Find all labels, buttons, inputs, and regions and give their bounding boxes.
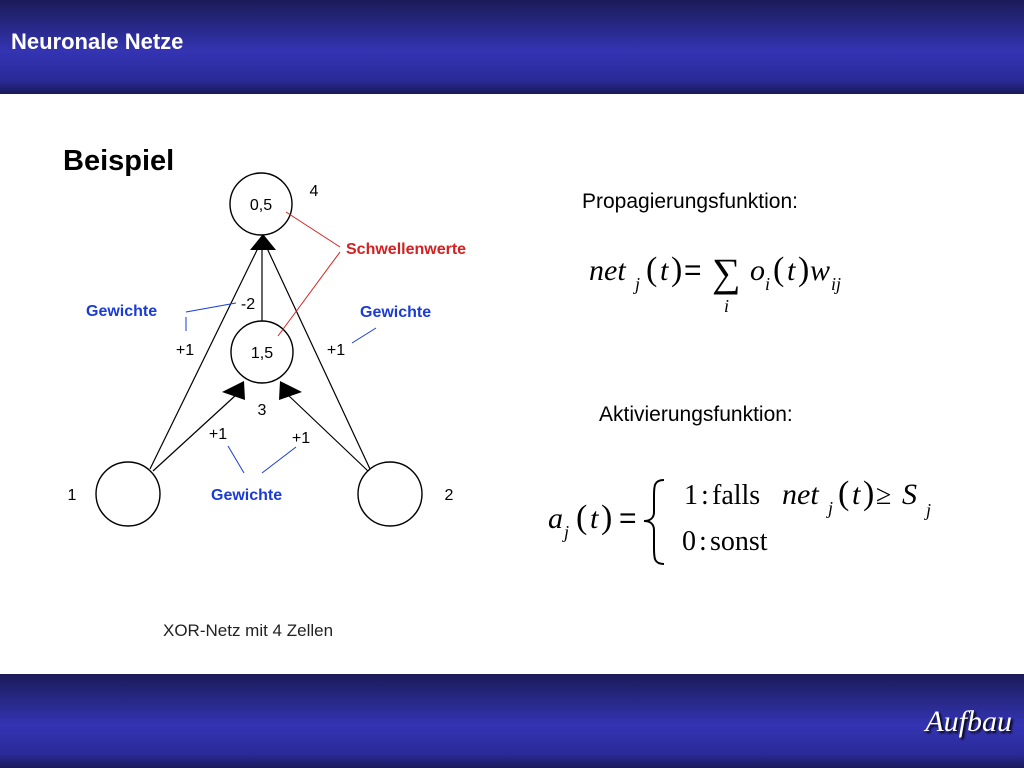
node-3-value: 1,5 [251,345,273,362]
node-3-id: 3 [258,402,267,419]
node-2-id: 2 [445,487,454,504]
slide-title: Neuronale Netze [11,29,184,54]
case1-S-subscript: j [924,500,931,520]
diagram-caption: XOR-Netz mit 4 Zellen [163,621,333,640]
arrowhead-left-to-node-3 [222,381,245,400]
formula-paren-close: ) [671,251,682,288]
propagation-label: Propagierungsfunktion: [582,190,798,213]
case2-colon: : [699,526,707,557]
case1-geq: ≥ [876,480,891,511]
formula-w-subscript: ij [831,274,841,294]
case1-value: 1 [684,480,698,511]
node-1-circle [95,461,161,527]
nav-aufbau-link[interactable]: Aufbau [925,705,1012,738]
formula-paren-open: ( [646,251,657,288]
formula-o: o [750,254,765,287]
weights-annotation-bottom: Gewichte [211,487,282,504]
propagation-formula: net j ( t ) = ∑ i o i ( t ) w ij [589,250,841,316]
weight-2-4: +1 [327,342,345,359]
case1-colon: : [701,480,709,511]
formula-o-subscript: i [765,274,770,294]
formula-paren-close: ) [601,499,612,536]
formula-equals: = [684,254,702,287]
threshold-annotation: Schwellenwerte [346,241,466,258]
formula-paren-open: ( [576,499,587,536]
case1-text: falls [712,480,760,511]
weight-2-3: +1 [292,430,310,447]
formula-brace [643,479,665,565]
formula-t-2: t [787,254,796,287]
activation-formula: a j ( t ) = 1 : falls net j ( t ) ≥ S j … [548,475,931,565]
weight-3-4: -2 [241,296,255,313]
formula-equals: = [619,502,637,535]
threshold-pointer-lower [277,251,341,337]
case1-net: net [782,478,819,511]
node-3-circle [230,320,294,384]
formula-a: a [548,502,563,535]
formula-paren-close-2: ) [798,251,809,288]
formula-t: t [590,502,599,535]
case1-paren-close: ) [863,475,874,512]
formula-paren-open-2: ( [773,251,784,288]
case2-text: sonst [710,526,768,557]
formula-sum-sign: ∑ [712,250,741,295]
case1-paren-open: ( [838,475,849,512]
activation-label: Aktivierungsfunktion: [599,403,793,426]
formula-net: net [589,254,626,287]
section-heading: Beispiel [63,145,175,177]
arrowhead-to-node-4 [250,234,276,250]
arrowhead-right-to-node-3 [279,381,302,400]
weights-annotation-right: Gewichte [360,304,431,321]
weights-bottom-pointer-right [261,446,297,474]
footer-band [0,674,1024,768]
edge-2-3 [287,394,369,472]
weights-left-pointer [185,302,237,313]
formula-net-subscript: j [633,274,640,294]
edge-1-4 [149,245,260,470]
formula-sum-index: i [724,296,729,316]
case1-S: S [902,478,917,511]
weights-right-pointer [351,327,377,344]
threshold-pointer-upper [285,211,341,248]
formula-a-subscript: j [562,522,569,542]
case1-net-subscript: j [826,498,833,518]
xor-network-diagram: 0,5 4 1,5 3 1 2 +1 -2 +1 +1 +1 Schwellen… [68,172,466,640]
node-4-value: 0,5 [250,197,272,214]
node-4-id: 4 [310,183,319,200]
edge-1-3 [152,394,237,472]
case1-t: t [852,478,861,511]
weight-1-4: +1 [176,342,194,359]
header-band: Neuronale Netze [0,0,1024,94]
weight-1-3: +1 [209,426,227,443]
edge-2-4 [265,245,371,470]
case2-value: 0 [682,526,696,557]
formula-t: t [660,254,669,287]
weights-bottom-pointer-left [227,445,245,474]
node-1-id: 1 [68,487,77,504]
node-4-circle [229,172,293,236]
formula-w: w [810,254,830,287]
node-2-circle [357,461,423,527]
weights-annotation-left: Gewichte [86,303,157,320]
